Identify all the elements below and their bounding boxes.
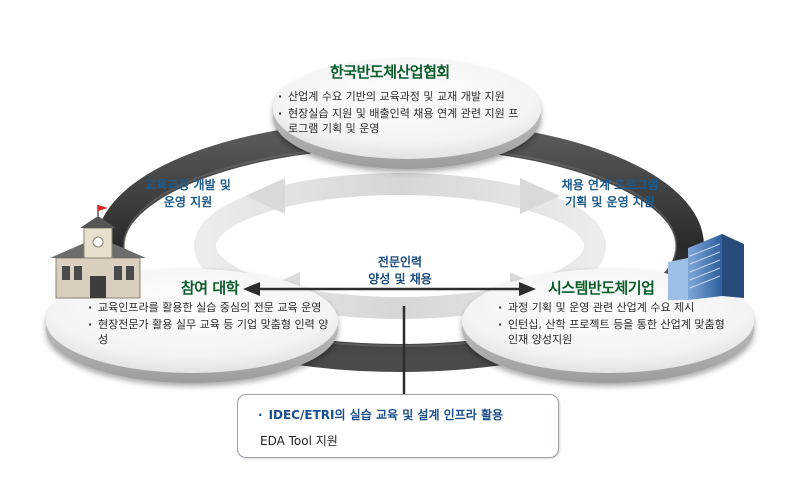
left-arrow-label: 교육과정 개발 및 운영 지원 [118, 177, 258, 211]
center-label-line2: 양성 및 채용 [368, 272, 432, 286]
association-items: 산업계 수요 기반의 교육과정 및 교재 개발 지원 현장실습 지원 및 배출인… [276, 89, 526, 138]
support-line-1-text: IDEC/ETRI의 실습 교육 및 설계 인프라 활용 [268, 408, 504, 422]
list-item: 현장실습 지원 및 배출인력 채용 연계 관련 지원 프로그램 기획 및 운영 [276, 106, 526, 136]
support-line-1: · IDEC/ETRI의 실습 교육 및 설계 인프라 활용 [258, 406, 503, 423]
list-item: 현장전문가 활용 실무 교육 등 기업 맞춤형 인력 양성 [86, 317, 331, 347]
center-arrow [243, 282, 536, 296]
association-title: 한국반도체산업협회 [330, 63, 450, 81]
company-building-icon [668, 234, 744, 300]
university-building-icon [50, 205, 146, 299]
right-arrow-label-line1: 채용 연계 프로그램 [561, 178, 659, 192]
left-arrow-label-line2: 운영 지원 [163, 195, 213, 209]
university-items: 교육인프라를 활용한 실습 중심의 전문 교육 운영 현장전문가 활용 실무 교… [86, 300, 331, 349]
left-arrow-label-line1: 교육과정 개발 및 [145, 178, 231, 192]
support-line-2: EDA Tool 지원 [260, 434, 338, 448]
right-arrow-label: 채용 연계 프로그램 기획 및 운영 지원 [530, 177, 690, 211]
list-item: 과정 기획 및 운영 관련 산업계 수요 제시 [496, 300, 731, 315]
support-box: · IDEC/ETRI의 실습 교육 및 설계 인프라 활용 EDA Tool 지… [237, 394, 559, 458]
list-item: 산업계 수요 기반의 교육과정 및 교재 개발 지원 [276, 89, 526, 104]
center-arrow-label: 전문인력 양성 및 채용 [340, 254, 460, 288]
bullet-dot: · [258, 408, 263, 422]
list-item: 인턴십, 산학 프로젝트 등을 통한 산업계 맞춤형인재 양성지원 [496, 317, 731, 347]
center-label-line1: 전문인력 [377, 255, 423, 269]
university-title: 참여 대학 [181, 279, 239, 297]
company-title: 시스템반도체기업 [548, 279, 655, 297]
company-items: 과정 기획 및 운영 관련 산업계 수요 제시 인턴십, 산학 프로젝트 등을 … [496, 300, 731, 349]
right-arrow-label-line2: 기획 및 운영 지원 [565, 195, 655, 209]
list-item: 교육인프라를 활용한 실습 중심의 전문 교육 운영 [86, 300, 331, 315]
